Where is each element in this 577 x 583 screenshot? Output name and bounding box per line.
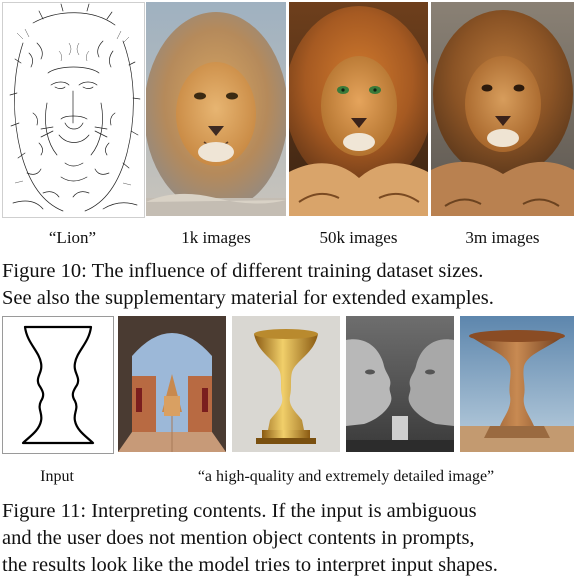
lion-3m-image [431, 2, 574, 216]
arched-hall-image [118, 316, 226, 452]
50k-images-label: 50k images [319, 228, 398, 247]
vase-faces-input-image [2, 316, 114, 454]
prompt-label: “a high-quality and extremely detailed i… [197, 468, 495, 485]
facing-heads-image [346, 316, 454, 452]
3m-images-label: 3m images [465, 228, 540, 247]
figure-10-caption-line-1: Figure 10: The influence of different tr… [2, 260, 484, 282]
lion-sketch-image [2, 2, 145, 218]
figure-11-caption-line-3: the results look like the model tries to… [2, 554, 498, 576]
desert-tower-image [460, 316, 574, 452]
figure-11-caption-line-1: Figure 11: Interpreting contents. If the… [2, 500, 477, 522]
figure-10-caption-line-2: See also the supplementary material for … [2, 287, 494, 309]
lion-50k-image [289, 2, 428, 216]
1k-images-label: 1k images [181, 228, 251, 247]
figure-11-caption: Figure 11: Interpreting contents. If the… [2, 498, 576, 579]
lion-prompt-label: “Lion” [48, 228, 97, 247]
lion-1k-image [146, 2, 286, 216]
figure-10-caption: Figure 10: The influence of different tr… [2, 258, 576, 312]
input-label: Input [40, 468, 74, 485]
figure-11-caption-line-2: and the user does not mention object con… [2, 527, 475, 549]
golden-goblet-image [232, 316, 340, 452]
